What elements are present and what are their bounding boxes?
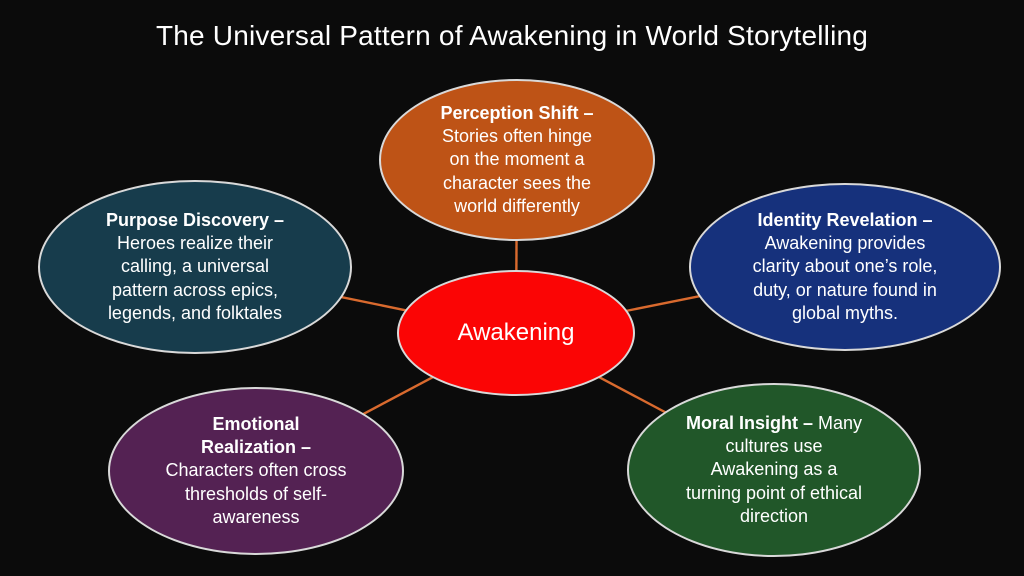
slide-title: The Universal Pattern of Awakening in Wo… [155, 20, 869, 51]
node-identity-revelation-text: Identity Revelation – Awakening provides… [753, 209, 938, 326]
center-label: Awakening [457, 319, 575, 347]
node-heading: Perception Shift – [440, 102, 594, 123]
node-heading: Emotional Realization – [200, 413, 311, 457]
node-emotional-realization: Emotional Realization – Characters often… [108, 387, 404, 555]
node-moral-insight: Moral Insight – Many cultures use Awaken… [627, 383, 921, 557]
node-perception-shift-text: Perception Shift – Stories often hinge o… [440, 102, 593, 219]
node-body: Many cultures use Awakening as a turning… [685, 412, 863, 527]
node-body: Characters often cross thresholds of sel… [165, 460, 347, 528]
node-body: Awakening provides clarity about one’s r… [752, 232, 938, 324]
node-perception-shift: Perception Shift – Stories often hinge o… [379, 79, 655, 241]
node-purpose-discovery-text: Purpose Discovery – Heroes realize their… [106, 209, 284, 326]
node-body: Heroes realize their calling, a universa… [107, 232, 283, 324]
node-heading: Moral Insight – [685, 412, 813, 433]
node-body: Stories often hinge on the moment a char… [441, 125, 593, 217]
node-heading: Purpose Discovery – [105, 209, 285, 230]
node-emotional-realization-text: Emotional Realization – Characters often… [165, 413, 346, 530]
node-identity-revelation: Identity Revelation – Awakening provides… [689, 183, 1001, 351]
node-heading: Identity Revelation – [757, 209, 933, 230]
node-purpose-discovery: Purpose Discovery – Heroes realize their… [38, 180, 352, 354]
node-awakening-center: Awakening [397, 270, 635, 396]
node-moral-insight-text: Moral Insight – Many cultures use Awaken… [686, 412, 862, 529]
